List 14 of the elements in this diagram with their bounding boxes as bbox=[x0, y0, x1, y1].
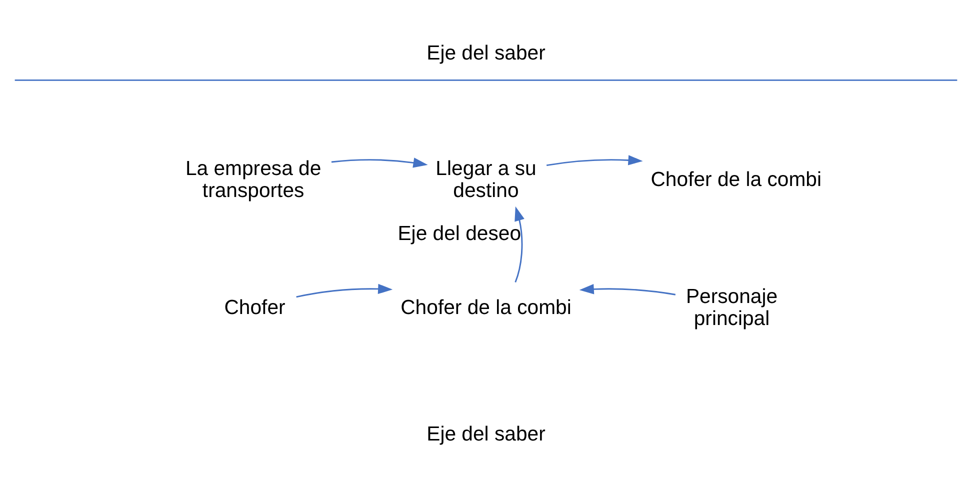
node-text: La empresa de transportes bbox=[185, 158, 322, 202]
node-text: Llegar a su destino bbox=[436, 158, 536, 202]
arrow bbox=[296, 284, 393, 298]
arrow bbox=[514, 206, 524, 282]
label: Eje del saber bbox=[426, 42, 546, 64]
node-text: Personaje principal bbox=[686, 286, 778, 330]
arrow bbox=[546, 155, 643, 166]
node-text: Chofer bbox=[224, 296, 286, 319]
label: Eje del saber bbox=[426, 423, 546, 446]
arrow bbox=[331, 158, 428, 168]
node-text: Chofer de la combi bbox=[650, 168, 822, 191]
edge-label: Eje del deseo bbox=[398, 222, 522, 245]
arrow bbox=[579, 284, 676, 296]
node-text: Chofer de la combi bbox=[400, 296, 572, 319]
